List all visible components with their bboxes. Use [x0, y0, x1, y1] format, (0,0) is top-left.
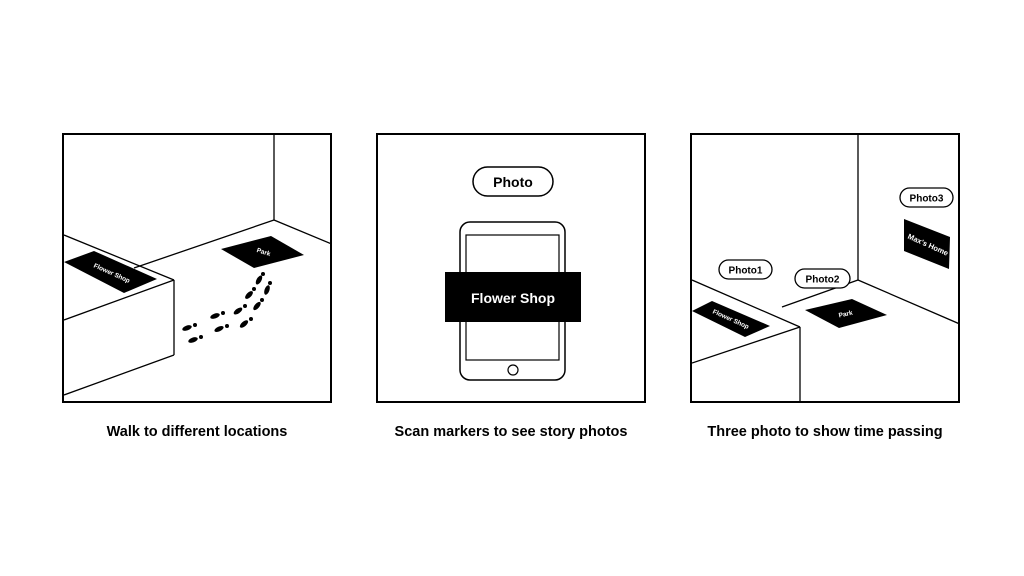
floor-edge-right: [857, 279, 958, 324]
photo1-bubble-label: Photo1: [729, 266, 763, 277]
photo-bubble-label: Photo: [493, 174, 533, 190]
photo3-bubble: [899, 187, 954, 208]
caption-walk: Walk to different locations: [106, 424, 288, 440]
box-top-back: [64, 234, 175, 281]
panel-time: Flower Shop Park Max's Home Photo1 Photo…: [690, 133, 960, 403]
photo2-bubble: [794, 268, 851, 289]
panel-walk: Flower Shop Park: [62, 133, 332, 403]
scan-scene: Photo Flower Shop: [445, 166, 581, 381]
flower-shop-marker-scanned: [445, 272, 581, 322]
box-bottom: [64, 354, 175, 396]
box-top-front: [64, 279, 175, 321]
park-marker-label: Park: [256, 247, 272, 258]
flower-shop-marker: [64, 251, 157, 293]
photo2-bubble-label: Photo2: [806, 275, 840, 286]
caption-scan: Scan markers to see story photos: [394, 424, 628, 440]
box-top-front: [692, 326, 801, 364]
floor-edge-right: [273, 219, 330, 245]
home-marker: [904, 219, 950, 269]
park-marker: [805, 299, 887, 328]
time-scene: Flower Shop Park Max's Home Photo1 Photo…: [692, 135, 958, 401]
flower-shop-marker-scanned-label: Flower Shop: [471, 290, 555, 306]
floor-edge-back: [133, 219, 275, 269]
box-top-back: [692, 279, 801, 328]
flower-shop-marker: [692, 301, 770, 337]
photo-bubble: [472, 166, 554, 197]
walk-scene: Flower Shop Park: [64, 135, 330, 396]
panel-scan: Photo Flower Shop: [376, 133, 646, 403]
footprints-icon: [182, 272, 272, 343]
photo3-bubble-label: Photo3: [910, 194, 944, 205]
park-marker: [221, 236, 304, 268]
caption-time: Three photo to show time passing: [707, 424, 943, 440]
photo1-bubble: [718, 259, 773, 280]
home-button-icon: [507, 364, 519, 376]
park-marker-label: Park: [838, 310, 854, 320]
